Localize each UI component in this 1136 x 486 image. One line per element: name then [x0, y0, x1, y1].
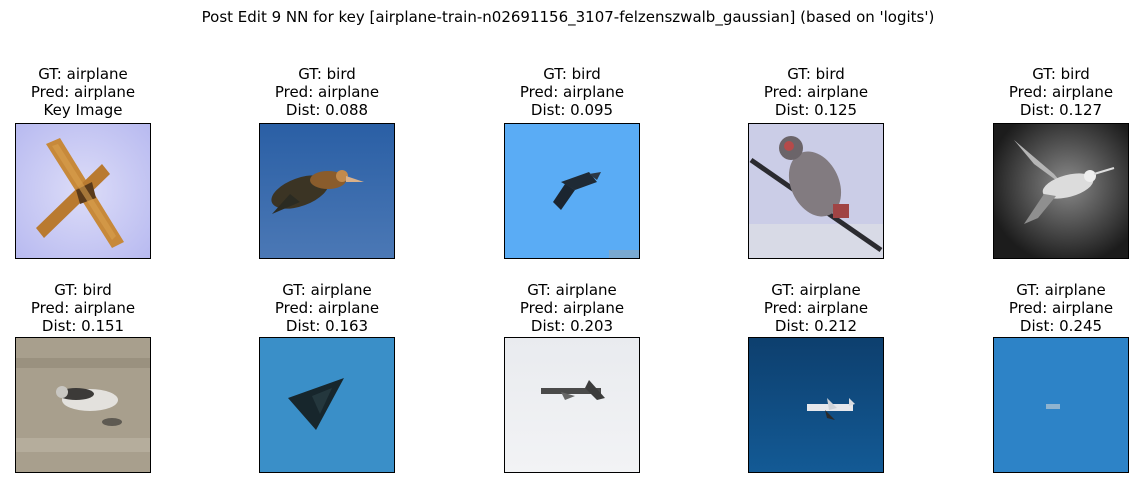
- figure-title: Post Edit 9 NN for key [airplane-train-n…: [201, 8, 935, 26]
- caption-extra: Dist: 0.245: [1019, 317, 1103, 335]
- caption-gt: GT: bird: [787, 65, 845, 83]
- panel-image: [15, 337, 151, 473]
- panel-image: [748, 337, 884, 473]
- panel-image: [504, 123, 640, 259]
- caption-gt: GT: airplane: [282, 281, 372, 299]
- shorebird-sand-image: [16, 338, 150, 472]
- hummingbird-gray-image: [994, 124, 1128, 258]
- panel-image: [15, 123, 151, 259]
- caption-pred: Pred: airplane: [274, 83, 380, 101]
- caption-extra: Dist: 0.095: [530, 101, 614, 119]
- airliner-gray-image: [505, 338, 639, 472]
- panel-image: [993, 337, 1129, 473]
- caption-pred: Pred: airplane: [1008, 299, 1114, 317]
- caption-gt: GT: bird: [1032, 65, 1090, 83]
- panel-image: [259, 123, 395, 259]
- caption-extra: Dist: 0.151: [41, 317, 125, 335]
- caption-gt: GT: bird: [54, 281, 112, 299]
- caption-pred: Pred: airplane: [30, 83, 136, 101]
- panel-image: [504, 337, 640, 473]
- caption-pred: Pred: airplane: [763, 299, 869, 317]
- tiny-plane-blue-image: [994, 338, 1128, 472]
- panel-image: [748, 123, 884, 259]
- caption-extra: Key Image: [43, 101, 123, 119]
- caption-extra: Dist: 0.127: [1019, 101, 1103, 119]
- white-jet-dark-sky-image: [749, 338, 883, 472]
- caption-gt: GT: airplane: [771, 281, 861, 299]
- caption-extra: Dist: 0.125: [774, 101, 858, 119]
- caption-gt: GT: bird: [543, 65, 601, 83]
- orange-airplane-x-image: [16, 124, 150, 258]
- caption-pred: Pred: airplane: [519, 299, 625, 317]
- flying-bird-brown-image: [260, 124, 394, 258]
- caption-gt: GT: airplane: [1016, 281, 1106, 299]
- caption-pred: Pred: airplane: [1008, 83, 1114, 101]
- perched-bird-gray-image: [749, 124, 883, 258]
- delta-jet-dark-image: [260, 338, 394, 472]
- caption-pred: Pred: airplane: [519, 83, 625, 101]
- caption-extra: Dist: 0.163: [285, 317, 369, 335]
- dark-swallow-image: [505, 124, 639, 258]
- caption-pred: Pred: airplane: [763, 83, 869, 101]
- caption-pred: Pred: airplane: [30, 299, 136, 317]
- caption-pred: Pred: airplane: [274, 299, 380, 317]
- panel-image: [259, 337, 395, 473]
- panel-image: [993, 123, 1129, 259]
- caption-extra: Dist: 0.203: [530, 317, 614, 335]
- caption-extra: Dist: 0.088: [285, 101, 369, 119]
- caption-gt: GT: bird: [298, 65, 356, 83]
- caption-gt: GT: airplane: [38, 65, 128, 83]
- caption-gt: GT: airplane: [527, 281, 617, 299]
- caption-extra: Dist: 0.212: [774, 317, 858, 335]
